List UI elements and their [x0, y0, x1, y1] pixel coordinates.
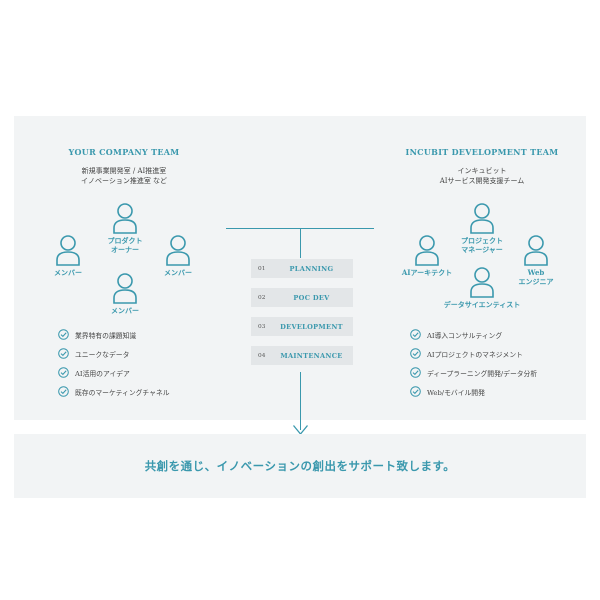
phase-number: 03 [258, 323, 266, 330]
member-label-line: オーナー [111, 245, 139, 254]
check-text: AI活用のアイデア [75, 369, 130, 378]
check-text: Web/モバイル開発 [427, 388, 485, 397]
member-label: メンバー [54, 268, 82, 277]
check-text: ユニークなデータ [75, 350, 130, 359]
slogan-text: 共創を通じ、イノベーションの創出をサポート致します。 [144, 459, 456, 473]
phase-list: 01 PLANNING 02 POC DEV 03 DEVELOPMENT 04… [251, 259, 353, 375]
check-item: AIプロジェクトのマネジメント [410, 344, 537, 363]
phase-label: PLANNING [289, 264, 334, 273]
check-item: ディープラーニング開発/データ分析 [410, 363, 537, 382]
check-text: 既存のマーケティングチャネル [75, 388, 170, 397]
person-icon [113, 273, 137, 304]
person-icon [470, 203, 494, 234]
check-text: AIプロジェクトのマネジメント [427, 350, 523, 359]
check-item: Web/モバイル開発 [410, 382, 537, 401]
check-circle-icon [410, 367, 421, 378]
right-team-subtitle-line: AIサービス開発支援チーム [439, 177, 525, 185]
member-label-line: プロジェクト [461, 236, 503, 245]
phase-development: 03 DEVELOPMENT [251, 317, 353, 336]
member-data-scientist: データサイエンティスト [442, 266, 522, 309]
member-product-owner: プロダクトオーナー [95, 202, 155, 254]
member-label: プロジェクトマネージャー [452, 236, 512, 254]
check-text: AI導入コンサルティング [427, 331, 503, 340]
connector-vertical-top [300, 228, 301, 258]
right-team-subtitle-line: インキュビット [457, 167, 507, 175]
phase-number: 01 [258, 265, 266, 272]
member-project-manager: プロジェクトマネージャー [452, 202, 512, 254]
check-circle-icon [410, 386, 421, 397]
right-checklist: AI導入コンサルティング AIプロジェクトのマネジメント ディープラーニング開発… [410, 325, 537, 401]
member-label-line: マネージャー [461, 245, 503, 254]
phase-label: MAINTENANCE [280, 351, 343, 360]
check-item: ユニークなデータ [58, 344, 170, 363]
phase-label: POC DEV [293, 293, 330, 302]
right-team-title: INCUBIT DEVELOPMENT TEAM [405, 147, 559, 157]
left-checklist: 業界特有の課題知識 ユニークなデータ AI活用のアイデア 既存のマーケティングチ… [58, 325, 170, 401]
member-label-line: Web [527, 268, 545, 277]
right-team-subtitle: インキュビット AIサービス開発支援チーム [382, 166, 582, 186]
person-icon [415, 235, 439, 266]
slogan-banner: 共創を通じ、イノベーションの創出をサポート致します。 [14, 434, 586, 498]
left-team-subtitle: 新規事業開発室 / AI推進室 イノベーション推進室 など [24, 166, 224, 186]
check-item: 既存のマーケティングチャネル [58, 382, 170, 401]
member-label: メンバー [164, 268, 192, 277]
check-text: ディープラーニング開発/データ分析 [427, 369, 538, 378]
phase-poc-dev: 02 POC DEV [251, 288, 353, 307]
check-circle-icon [58, 386, 69, 397]
phase-planning: 01 PLANNING [251, 259, 353, 278]
member-label-line: プロダクト [107, 236, 143, 245]
member-bottom: メンバー [95, 272, 155, 315]
person-icon [56, 235, 80, 266]
left-team-subtitle-line: イノベーション推進室 など [80, 177, 168, 185]
connector-vertical-bottom [300, 372, 301, 430]
member-right: メンバー [148, 234, 208, 277]
check-circle-icon [410, 348, 421, 359]
phase-label: DEVELOPMENT [280, 322, 343, 331]
left-team-title: YOUR COMPANY TEAM [68, 147, 180, 157]
check-circle-icon [58, 367, 69, 378]
person-icon [524, 235, 548, 266]
member-label-line: エンジニア [518, 277, 554, 286]
member-label: AIアーキテクト [401, 268, 453, 277]
phase-maintenance: 04 MAINTENANCE [251, 346, 353, 365]
check-circle-icon [58, 329, 69, 340]
check-item: AI活用のアイデア [58, 363, 170, 382]
member-left: メンバー [38, 234, 98, 277]
member-label: メンバー [111, 306, 139, 315]
member-ai-architect: AIアーキテクト [397, 234, 457, 277]
person-icon [166, 235, 190, 266]
person-icon [470, 267, 494, 298]
check-circle-icon [58, 348, 69, 359]
check-circle-icon [410, 329, 421, 340]
check-item: 業界特有の課題知識 [58, 325, 170, 344]
left-team-subtitle-line: 新規事業開発室 / AI推進室 [81, 167, 167, 175]
person-icon [113, 203, 137, 234]
member-label: データサイエンティスト [443, 300, 521, 309]
check-item: AI導入コンサルティング [410, 325, 537, 344]
check-text: 業界特有の課題知識 [75, 331, 137, 340]
phase-number: 02 [258, 294, 266, 301]
phase-number: 04 [258, 352, 266, 359]
member-label: プロダクトオーナー [95, 236, 155, 254]
